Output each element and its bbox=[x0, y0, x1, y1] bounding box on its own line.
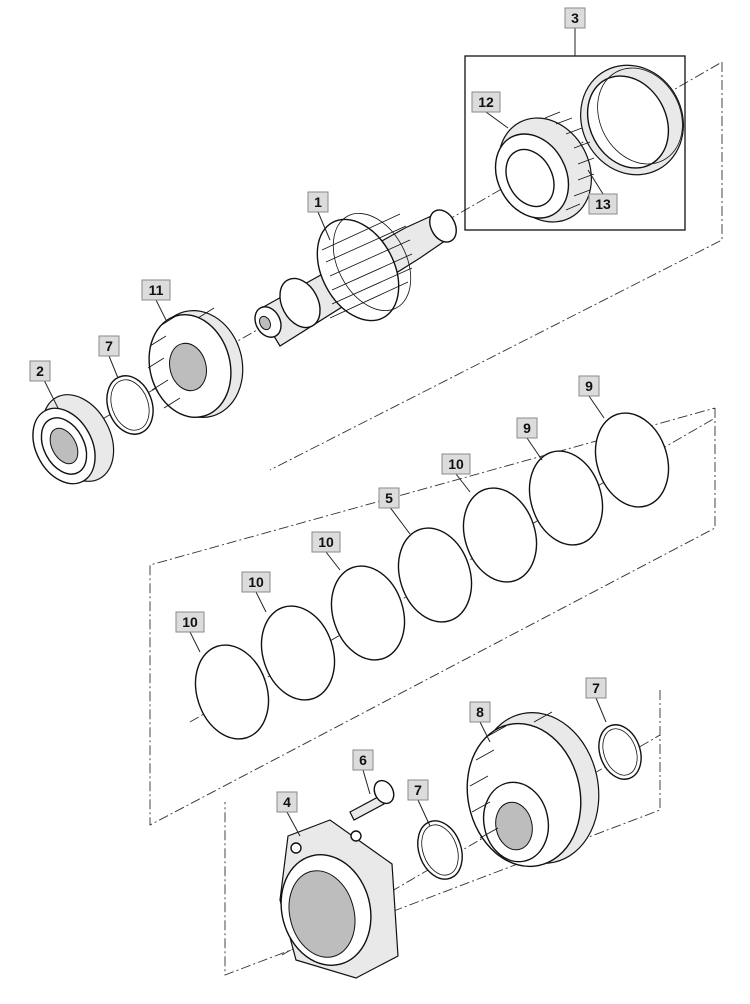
assembly-boundary-lines bbox=[149, 62, 723, 976]
svg-text:5: 5 bbox=[385, 490, 393, 506]
callout-10-second: 10 bbox=[241, 571, 271, 593]
snap-ring-part-right bbox=[598, 724, 642, 780]
callout-7-lower: 7 bbox=[407, 779, 429, 801]
svg-text:7: 7 bbox=[414, 782, 422, 798]
callout-1: 1 bbox=[307, 191, 329, 213]
svg-text:10: 10 bbox=[182, 614, 198, 630]
callout-7-upper: 7 bbox=[98, 335, 120, 357]
callout-4: 4 bbox=[276, 791, 298, 813]
callout-labels: 1 2 3 4 5 6 7 7 bbox=[29, 7, 618, 813]
roller-bearing-part bbox=[32, 394, 115, 485]
callout-2: 2 bbox=[29, 360, 51, 382]
callout-12: 12 bbox=[471, 91, 501, 113]
svg-text:3: 3 bbox=[571, 10, 579, 26]
svg-text:7: 7 bbox=[105, 338, 113, 354]
pinion-shaft-part bbox=[254, 209, 457, 347]
snap-ring-part-upper bbox=[106, 375, 154, 435]
svg-text:4: 4 bbox=[283, 794, 291, 810]
svg-text:7: 7 bbox=[592, 680, 600, 696]
bearing-housing-part bbox=[279, 819, 399, 979]
callout-5: 5 bbox=[378, 487, 400, 509]
callout-11: 11 bbox=[141, 279, 171, 301]
svg-text:2: 2 bbox=[36, 363, 44, 379]
bolt-part bbox=[349, 779, 395, 821]
bearing-cone-part bbox=[494, 111, 595, 223]
callout-6: 6 bbox=[352, 749, 374, 771]
bearing-cup-part bbox=[580, 64, 684, 176]
svg-text:10: 10 bbox=[318, 534, 334, 550]
leader-lines bbox=[43, 28, 607, 837]
callout-9-left: 9 bbox=[516, 417, 538, 439]
callout-8: 8 bbox=[469, 701, 491, 723]
snap-ring-part-lower bbox=[417, 820, 463, 880]
svg-text:8: 8 bbox=[476, 704, 484, 720]
shim-rings bbox=[194, 412, 670, 740]
callout-9-right: 9 bbox=[578, 375, 600, 397]
svg-text:11: 11 bbox=[149, 282, 164, 298]
callout-10-first: 10 bbox=[175, 611, 205, 633]
svg-text:9: 9 bbox=[585, 378, 593, 394]
svg-text:1: 1 bbox=[314, 194, 322, 210]
callout-13: 13 bbox=[588, 193, 618, 215]
svg-text:10: 10 bbox=[448, 456, 464, 472]
svg-text:6: 6 bbox=[359, 752, 367, 768]
svg-text:13: 13 bbox=[595, 196, 611, 212]
svg-text:9: 9 bbox=[523, 420, 531, 436]
callout-10-fourth: 10 bbox=[441, 453, 471, 475]
callout-3: 3 bbox=[564, 7, 586, 29]
svg-text:12: 12 bbox=[478, 94, 494, 110]
output-gear-part bbox=[466, 711, 600, 868]
svg-text:10: 10 bbox=[248, 574, 264, 590]
callout-10-third: 10 bbox=[311, 531, 341, 553]
helical-gear-part bbox=[147, 307, 244, 418]
callout-7-right: 7 bbox=[585, 677, 607, 699]
